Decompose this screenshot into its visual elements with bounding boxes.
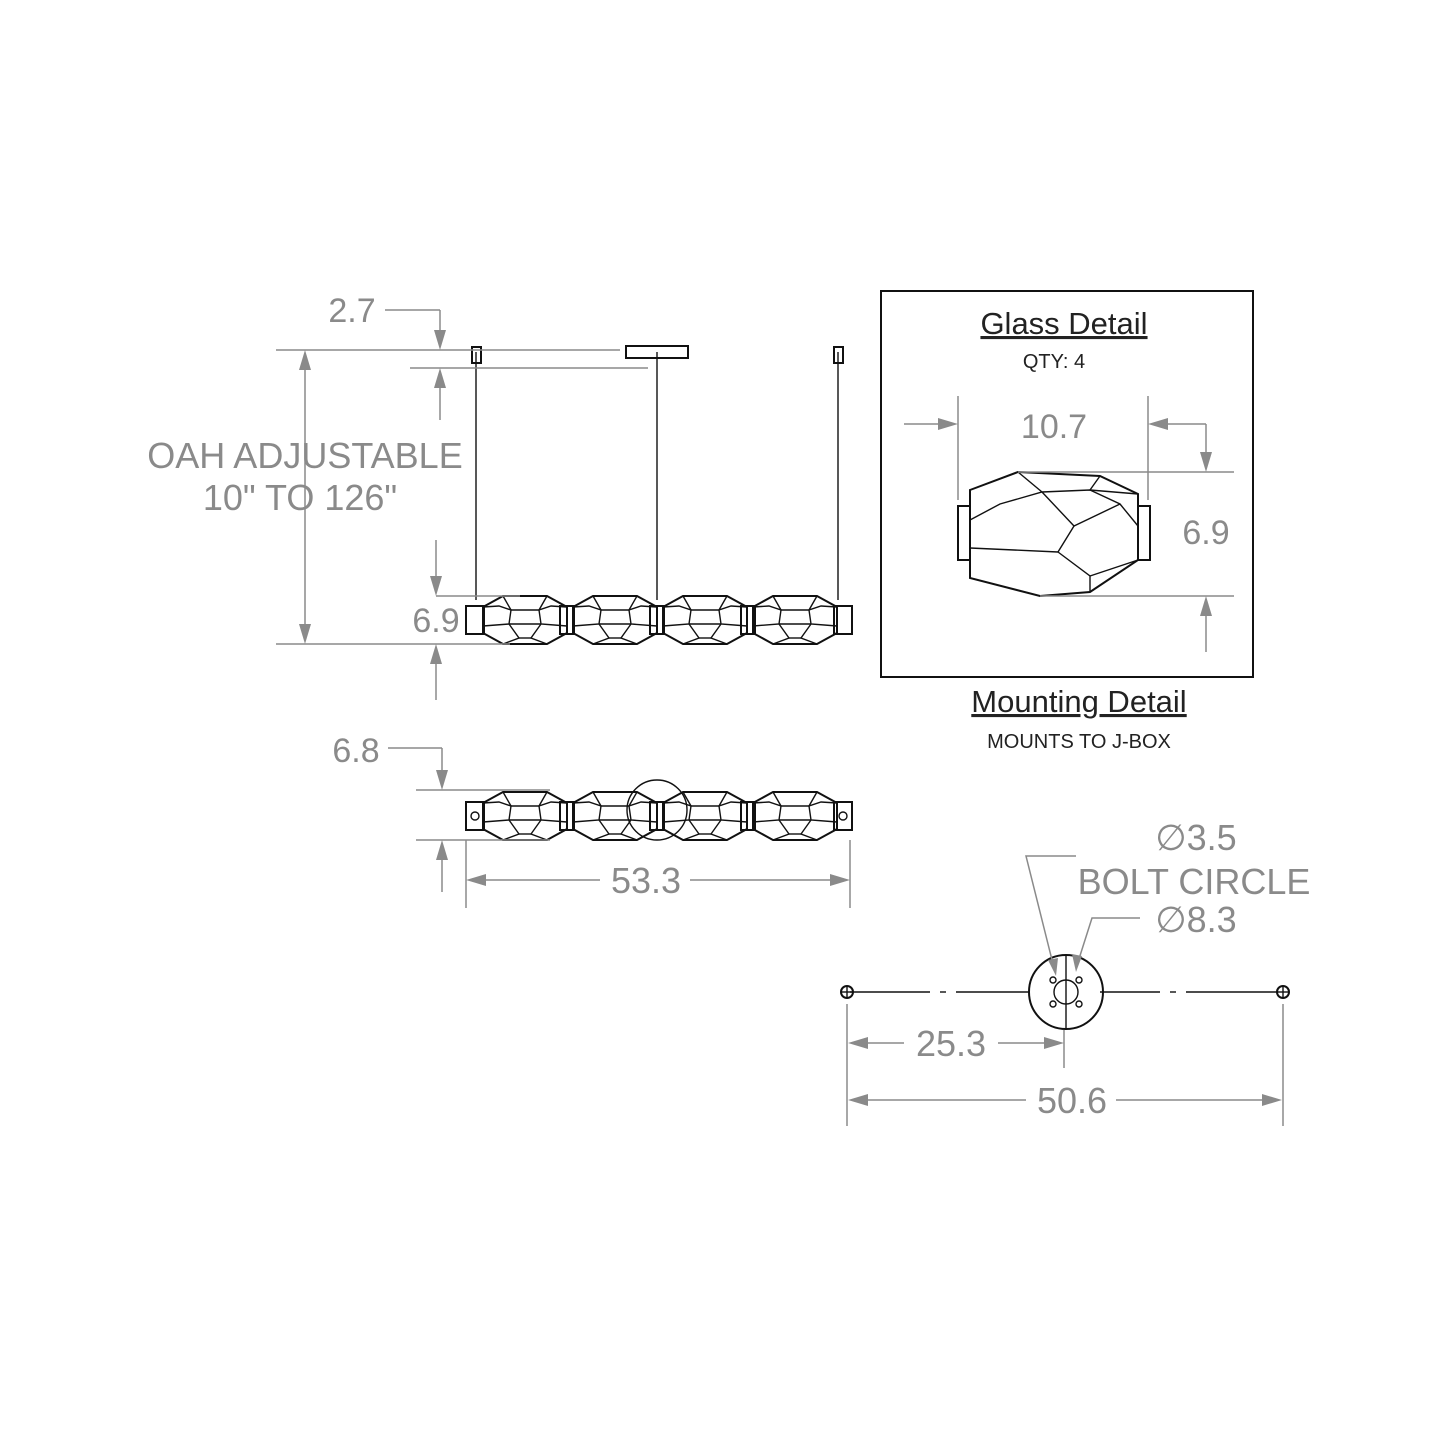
bolt-circle-diameter-label: ∅8.3 [1155, 899, 1236, 940]
glass-detail-qty: QTY: 4 [1023, 351, 1085, 373]
mounting-detail: Mounting Detail MOUNTS TO J-BOX ∅3.5 [840, 684, 1311, 1126]
full-span-label: 50.6 [1037, 1080, 1107, 1121]
plan-length-label: 53.3 [611, 860, 681, 901]
glass-shade-drawing [957, 470, 1151, 598]
oah-label-line2: 10" TO 126" [203, 477, 397, 518]
plan-depth-label: 6.8 [332, 732, 379, 770]
mounting-detail-title: Mounting Detail [971, 684, 1186, 719]
half-span-label: 25.3 [916, 1023, 986, 1064]
oah-label-line1: OAH ADJUSTABLE [147, 435, 462, 476]
glass-width-label: 10.7 [1021, 408, 1087, 446]
mounting-detail-subtitle: MOUNTS TO J-BOX [987, 731, 1171, 753]
elevation-view: 2.7 OAH ADJUSTABLE 10" TO 126" 6.9 [147, 292, 853, 700]
plan-view: 6.8 53.3 [332, 732, 853, 908]
glass-height-label: 6.9 [412, 602, 459, 640]
glass-detail-panel: Glass Detail QTY: 4 10.7 [880, 290, 1254, 678]
bolt-circle-label: BOLT CIRCLE [1078, 861, 1311, 902]
glass-detail-title: Glass Detail [980, 306, 1147, 341]
canopy-diameter-label: ∅3.5 [1155, 817, 1236, 858]
canopy-height-label: 2.7 [328, 292, 375, 330]
glass-detail-height-label: 6.9 [1182, 514, 1229, 552]
